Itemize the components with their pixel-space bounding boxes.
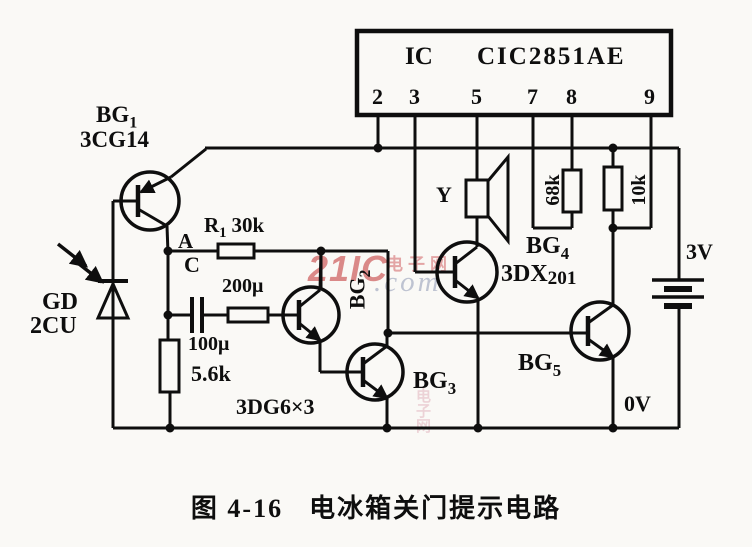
ic-pin-7: 7 bbox=[527, 84, 538, 109]
photodiode-part: 2CU bbox=[30, 313, 77, 339]
photodiode-branch bbox=[56, 201, 131, 428]
r2-value: 5.6k bbox=[191, 361, 231, 386]
cap-label: C bbox=[184, 252, 200, 277]
photodiode-label: GD bbox=[42, 289, 78, 315]
light-arrow bbox=[72, 258, 105, 284]
ic-pin-5: 5 bbox=[471, 84, 482, 109]
ic-part-number: CIC2851AE bbox=[477, 43, 626, 70]
watermark-fragment: 电子网 bbox=[414, 388, 431, 433]
bg4-label: BG4 bbox=[526, 233, 570, 263]
ic-pin-wires bbox=[376, 115, 653, 274]
ic-box bbox=[354, 28, 674, 118]
figure-caption: 图 4-16 电冰箱关门提示电路 bbox=[0, 488, 752, 525]
ic-label: IC bbox=[405, 43, 433, 70]
bg2-label: BG2 bbox=[344, 269, 374, 310]
figure-title: 电冰箱关门提示电路 bbox=[309, 494, 562, 523]
bg5-label: BG5 bbox=[518, 350, 562, 380]
ic-pin-9: 9 bbox=[644, 84, 655, 109]
ic-pin-3: 3 bbox=[409, 84, 420, 109]
battery-symbol bbox=[652, 278, 704, 309]
junction-dots bbox=[163, 143, 618, 433]
light-arrow bbox=[56, 242, 89, 268]
bg1-part: 3CG14 bbox=[80, 127, 149, 152]
speaker-symbol bbox=[464, 152, 510, 247]
r4-value: 10k bbox=[628, 174, 650, 206]
supply-rail bbox=[205, 146, 681, 428]
cap2-value: 100μ bbox=[188, 333, 230, 355]
r3-value: 68k bbox=[542, 174, 564, 206]
figure-number: 图 4-16 bbox=[190, 494, 284, 523]
ic-pin-8: 8 bbox=[566, 84, 577, 109]
node-a-label: A bbox=[178, 229, 194, 253]
bg3-label: BG3 bbox=[413, 368, 457, 398]
photodiode-triangle bbox=[95, 280, 131, 320]
ic-pin-2: 2 bbox=[372, 84, 383, 109]
cap-branch bbox=[166, 251, 283, 340]
speaker-label: Y bbox=[436, 182, 452, 207]
transistor-bg5 bbox=[569, 300, 631, 428]
ground-label: 0V bbox=[624, 391, 651, 416]
transistor-group-label: 3DG6×3 bbox=[236, 394, 315, 419]
resistor-68k bbox=[561, 168, 583, 214]
transistor-bg4 bbox=[435, 240, 499, 428]
battery-voltage-label: 3V bbox=[686, 239, 713, 264]
r2-branch bbox=[158, 338, 181, 428]
transistor-bg3 bbox=[345, 333, 405, 428]
bg1-label: BG1 bbox=[96, 102, 138, 132]
bg4-part: 3DX201 bbox=[501, 261, 577, 289]
transistor-bg2 bbox=[281, 250, 347, 374]
cap-value: 200μ bbox=[222, 275, 264, 297]
